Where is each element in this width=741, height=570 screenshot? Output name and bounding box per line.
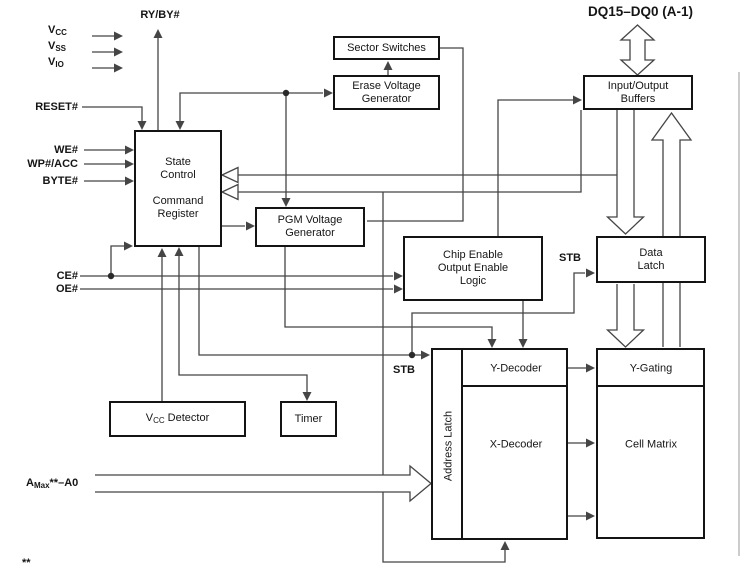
command-register-label: Command Register (152, 195, 204, 220)
junction-dots (107, 89, 416, 359)
vss-label: VSS (48, 40, 67, 53)
wire-stb-addr (198, 247, 421, 356)
vcc-label: VCC (48, 24, 67, 37)
y-gating-label: Y-Gating (629, 362, 673, 375)
stb-data-latch-label: STB (559, 252, 581, 264)
bus-arrow-datalatch-to-ygating (605, 284, 646, 348)
address-latch-label: Address Latch (442, 410, 455, 482)
block-erase-voltage-generator: Erase Voltage Generator (333, 75, 440, 110)
stb-address-latch-label: STB (393, 364, 415, 376)
ce-label: CE# (56, 270, 78, 282)
block-state-control: State Control Command Register (134, 130, 222, 247)
bus-arrow-into-statectrl-2 (220, 183, 239, 201)
wire-statectrl-top-net (179, 92, 323, 122)
block-pgm-voltage-generator: PGM Voltage Generator (255, 207, 365, 247)
block-chip-enable-output-enable-logic: Chip Enable Output Enable Logic (403, 236, 543, 301)
bus-arrow-io-to-datalatch (605, 110, 646, 235)
state-control-label: State Control (160, 156, 196, 181)
wire-ce-branch (110, 245, 124, 276)
block-decoder-complex: Address Latch Y-Decoder X-Decoder (431, 348, 568, 540)
block-ygating-cellmatrix: Y-Gating Cell Matrix (596, 348, 705, 539)
block-io-buffers: Input/Output Buffers (583, 75, 693, 110)
wire-timer-net (178, 256, 308, 392)
ydecoder-xdecoder-divider (463, 385, 566, 387)
vcc-detector-label: VCC Detector (145, 411, 210, 425)
ryby-label: RY/BY# (140, 9, 180, 21)
block-vcc-detector: VCC Detector (109, 401, 246, 437)
oe-label: OE# (55, 283, 78, 295)
vio-label: VIO (48, 56, 64, 69)
wpacc-label: WP#/ACC (27, 158, 78, 170)
byte-label: BYTE# (42, 175, 78, 187)
ygating-cellmatrix-divider (598, 385, 703, 387)
footnote-marker: ** (22, 557, 31, 569)
wire-ceoe-to-iobuffers (497, 99, 573, 236)
bus-arrow-into-statectrl-1 (220, 166, 239, 184)
dq-bus-label: DQ15–DQ0 (A-1) (588, 4, 694, 19)
wire-sectorswitches-to-pgm (367, 47, 464, 222)
reset-label: RESET# (35, 101, 78, 113)
we-label: WE# (54, 144, 78, 156)
block-sector-switches: Sector Switches (333, 36, 440, 60)
wire-bus2 (238, 110, 582, 193)
address-bus-label: AMax**–A0 (26, 477, 79, 490)
bus-arrow-address-input (95, 464, 433, 503)
wire-reset (82, 106, 143, 121)
cell-matrix-label: Cell Matrix (625, 438, 677, 451)
bus-arrow-ygating-to-io (650, 111, 693, 347)
wire-bus2-to-xdecoder (382, 192, 506, 563)
solid-arrowheads (114, 29, 595, 550)
wire-pgm-to-ydecoder (284, 247, 493, 339)
block-data-latch: Data Latch (596, 236, 706, 283)
bus-arrow-dq-bidirectional (619, 24, 656, 76)
block-timer: Timer (280, 401, 337, 437)
address-latch-divider (461, 350, 463, 538)
y-decoder-label: Y-Decoder (490, 362, 542, 375)
x-decoder-label: X-Decoder (489, 438, 543, 451)
